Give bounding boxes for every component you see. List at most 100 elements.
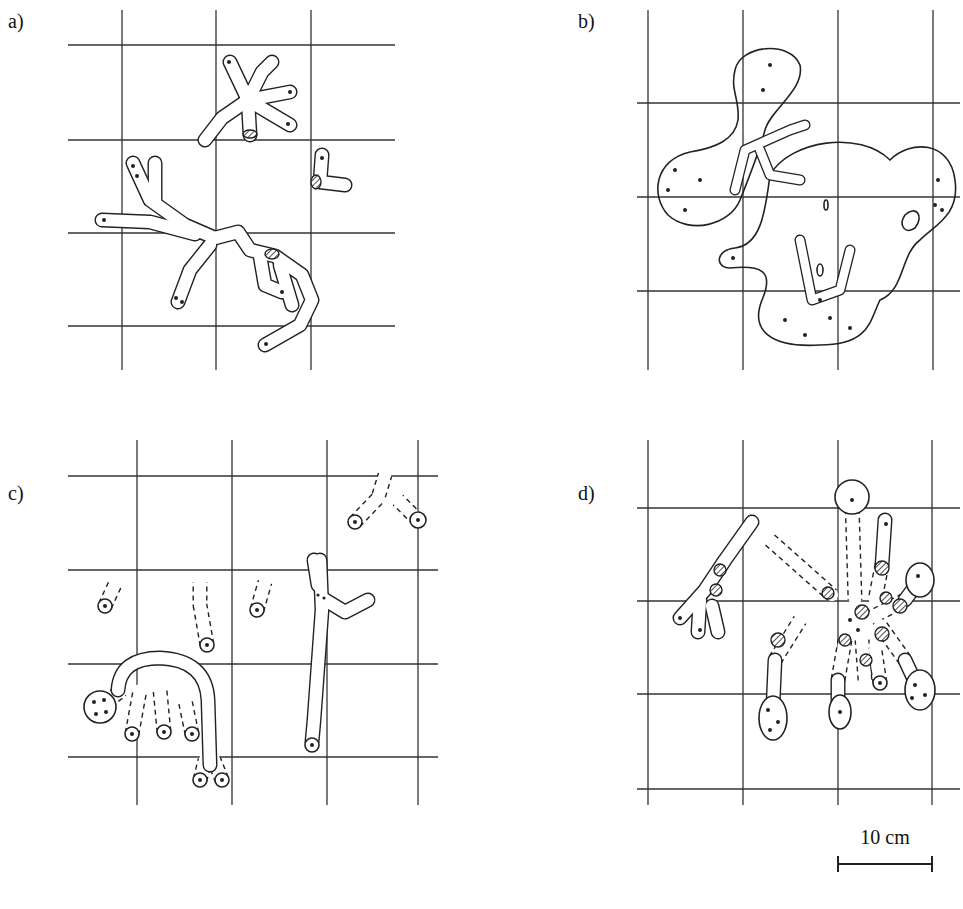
figure-circle bbox=[215, 773, 229, 787]
figure-circle bbox=[910, 696, 914, 700]
figure-circle bbox=[92, 700, 96, 704]
figure-ellipse bbox=[906, 563, 934, 597]
figure-line bbox=[68, 139, 395, 140]
figure-circle bbox=[822, 587, 834, 599]
figure-use bbox=[100, 475, 418, 780]
figure-circle bbox=[875, 561, 889, 575]
burrow-c bbox=[84, 475, 426, 787]
figure-circle bbox=[174, 296, 178, 300]
figure-circle bbox=[828, 316, 832, 320]
figure-circle bbox=[873, 676, 887, 690]
figure-circle bbox=[768, 728, 772, 732]
figure-line bbox=[68, 756, 438, 757]
figure-line bbox=[637, 102, 960, 103]
figure-line bbox=[837, 856, 839, 872]
figure-circle bbox=[875, 627, 889, 641]
figure-circle bbox=[286, 122, 290, 126]
burrow-b bbox=[658, 49, 956, 346]
figure-ellipse bbox=[817, 264, 823, 276]
figure-circle bbox=[264, 342, 268, 346]
burrow-a bbox=[102, 60, 345, 346]
figure-line bbox=[647, 440, 648, 805]
figure-circle bbox=[678, 616, 682, 620]
figure-circle bbox=[98, 599, 112, 613]
figure-circle bbox=[227, 60, 231, 64]
figure-circle bbox=[410, 512, 426, 528]
figure-circle bbox=[190, 732, 194, 736]
figure-line bbox=[931, 440, 932, 805]
figure-ellipse bbox=[311, 175, 321, 189]
figure-line bbox=[121, 10, 122, 370]
figure-circle bbox=[698, 628, 702, 632]
panel-letter: c) bbox=[8, 482, 24, 504]
figure-circle bbox=[220, 778, 224, 782]
figure-circle bbox=[200, 638, 214, 652]
figure-line bbox=[637, 290, 960, 291]
figure-circle bbox=[310, 743, 314, 747]
figure-ellipse bbox=[759, 696, 787, 740]
figure-line bbox=[837, 10, 838, 370]
figure-circle bbox=[131, 164, 135, 168]
figure-circle bbox=[848, 326, 852, 330]
figure-circle bbox=[193, 773, 207, 787]
figure-circle bbox=[933, 203, 937, 207]
figure-circle bbox=[771, 633, 785, 647]
figure-circle bbox=[198, 778, 202, 782]
figure-circle bbox=[936, 178, 940, 182]
panel-letter: d) bbox=[578, 482, 595, 504]
figure-circle bbox=[104, 710, 108, 714]
figure-circle bbox=[818, 298, 822, 302]
figure-circle bbox=[135, 174, 139, 178]
figure-line bbox=[647, 10, 648, 370]
figure-circle bbox=[416, 518, 420, 522]
figure-line bbox=[637, 196, 960, 197]
figure-circle bbox=[316, 593, 319, 596]
figure-use bbox=[102, 62, 345, 345]
figure-circle bbox=[250, 603, 264, 617]
figure-circle bbox=[698, 178, 702, 182]
figure-circle bbox=[893, 599, 907, 613]
figure-circle bbox=[839, 634, 851, 646]
figure-use bbox=[680, 520, 920, 705]
figure-circle bbox=[84, 691, 116, 723]
figure-use bbox=[680, 520, 920, 705]
figure-line bbox=[417, 440, 418, 805]
grid-lines bbox=[68, 10, 960, 805]
figure-circle bbox=[878, 681, 882, 685]
figure-circle bbox=[102, 218, 106, 222]
figure-circle bbox=[714, 564, 726, 576]
scale-bar bbox=[838, 856, 932, 872]
figure-circle bbox=[848, 618, 852, 622]
figure-circle bbox=[880, 592, 892, 604]
figure-circle bbox=[125, 727, 139, 741]
figure-use bbox=[735, 125, 850, 300]
figure-line bbox=[231, 440, 232, 805]
burrow-d bbox=[678, 480, 935, 740]
figure-ellipse bbox=[824, 200, 828, 210]
figure-circle bbox=[913, 683, 917, 687]
panel-letter: a) bbox=[8, 10, 24, 32]
figure-circle bbox=[766, 708, 770, 712]
figure-line bbox=[136, 440, 137, 805]
figure-circle bbox=[103, 604, 107, 608]
figure-ellipse bbox=[243, 130, 257, 138]
figure-path bbox=[719, 142, 955, 345]
figure-circle bbox=[180, 300, 184, 304]
figure-circle bbox=[157, 725, 171, 739]
figure-line bbox=[932, 10, 933, 370]
figure-circle bbox=[710, 584, 722, 596]
figure-circle bbox=[884, 522, 888, 526]
figure-circle bbox=[130, 732, 134, 736]
figure-circle bbox=[761, 88, 765, 92]
figure-use bbox=[100, 475, 418, 780]
figure-use bbox=[118, 560, 368, 765]
figure-circle bbox=[94, 712, 98, 716]
figure-circle bbox=[923, 693, 927, 697]
figure-circle bbox=[856, 628, 860, 632]
figure-circle bbox=[353, 520, 357, 524]
figure-line bbox=[742, 440, 743, 805]
figure-circle bbox=[731, 256, 735, 260]
figure-ellipse bbox=[905, 670, 935, 710]
